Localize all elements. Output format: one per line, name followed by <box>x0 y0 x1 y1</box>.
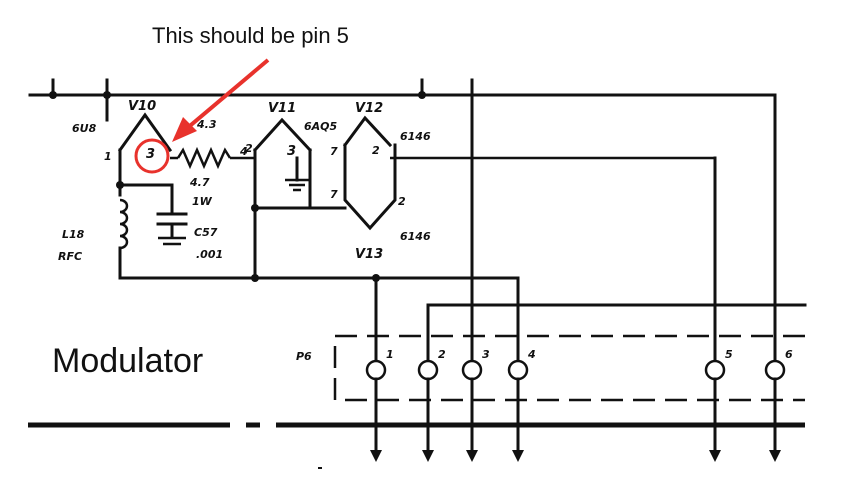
v10-pin-circled: 3 <box>146 147 155 162</box>
annotation-arrow <box>172 58 270 142</box>
v11-label: V11 <box>268 101 296 116</box>
v10-label: V10 <box>128 99 156 114</box>
v12-type: 6146 <box>400 130 431 143</box>
tube-v12-v13: V12 6146 2 7 2 V13 6146 <box>330 101 715 262</box>
v11-pin-right: 7 <box>330 145 338 158</box>
capacitor-c57: C57 .001 <box>156 183 223 261</box>
connector-pin-1: 1 <box>365 348 394 381</box>
pin-label-43: 4.3 <box>196 118 217 131</box>
connector-pin-2: 2 <box>417 348 446 381</box>
section-label: Modulator <box>52 342 203 380</box>
svg-text:5: 5 <box>725 348 733 361</box>
connector-p6: P6 1 2 3 4 5 6 <box>296 334 805 402</box>
connector-pin-5: 5 <box>704 348 733 381</box>
capacitor-name: C57 <box>194 226 218 239</box>
connector-pin-3: 3 <box>461 348 490 381</box>
svg-text:2: 2 <box>438 348 446 361</box>
connector-pin-6: 6 <box>764 348 793 381</box>
inductor-name: L18 <box>62 228 85 241</box>
annotation-text: This should be pin 5 <box>152 23 349 48</box>
tube-v10: V10 6U8 1 3 4 4.3 <box>72 99 248 163</box>
svg-text:4: 4 <box>527 348 536 361</box>
v11-pin-mid: 3 <box>287 144 296 159</box>
svg-text:3: 3 <box>482 348 490 361</box>
lower-wiring <box>118 78 807 362</box>
v11-pin-left: 2 <box>245 142 253 155</box>
svg-text:1: 1 <box>386 348 394 361</box>
top-bus <box>28 78 777 122</box>
v12-label: V12 <box>355 101 383 116</box>
inductor-type: RFC <box>58 250 82 263</box>
v13-type: 6146 <box>400 230 431 243</box>
v12-pin: 2 <box>372 144 380 157</box>
output-arrows <box>370 377 781 462</box>
tube-v11: V11 6AQ5 2 3 7 <box>245 101 347 280</box>
svg-text:6: 6 <box>785 348 793 361</box>
v10-type: 6U8 <box>72 122 97 135</box>
connector-pin-4: 4 <box>507 348 536 381</box>
resistor-value: 4.7 <box>189 176 210 189</box>
v11-type: 6AQ5 <box>304 120 338 133</box>
highlight-circle <box>134 138 170 174</box>
resistor-power: 1W <box>192 195 213 208</box>
v13-label: V13 <box>355 247 383 262</box>
v13-pin-left: 7 <box>330 188 338 201</box>
resistor-4-7: 4.7 1W <box>170 146 255 208</box>
connector-name: P6 <box>296 350 312 363</box>
capacitor-value: .001 <box>196 248 223 261</box>
v13-pin-right: 2 <box>398 195 406 208</box>
v10-pin-left: 1 <box>104 150 112 163</box>
inductor-l18: L18 RFC <box>58 148 174 280</box>
v10-pin-right: 4 <box>239 145 248 158</box>
